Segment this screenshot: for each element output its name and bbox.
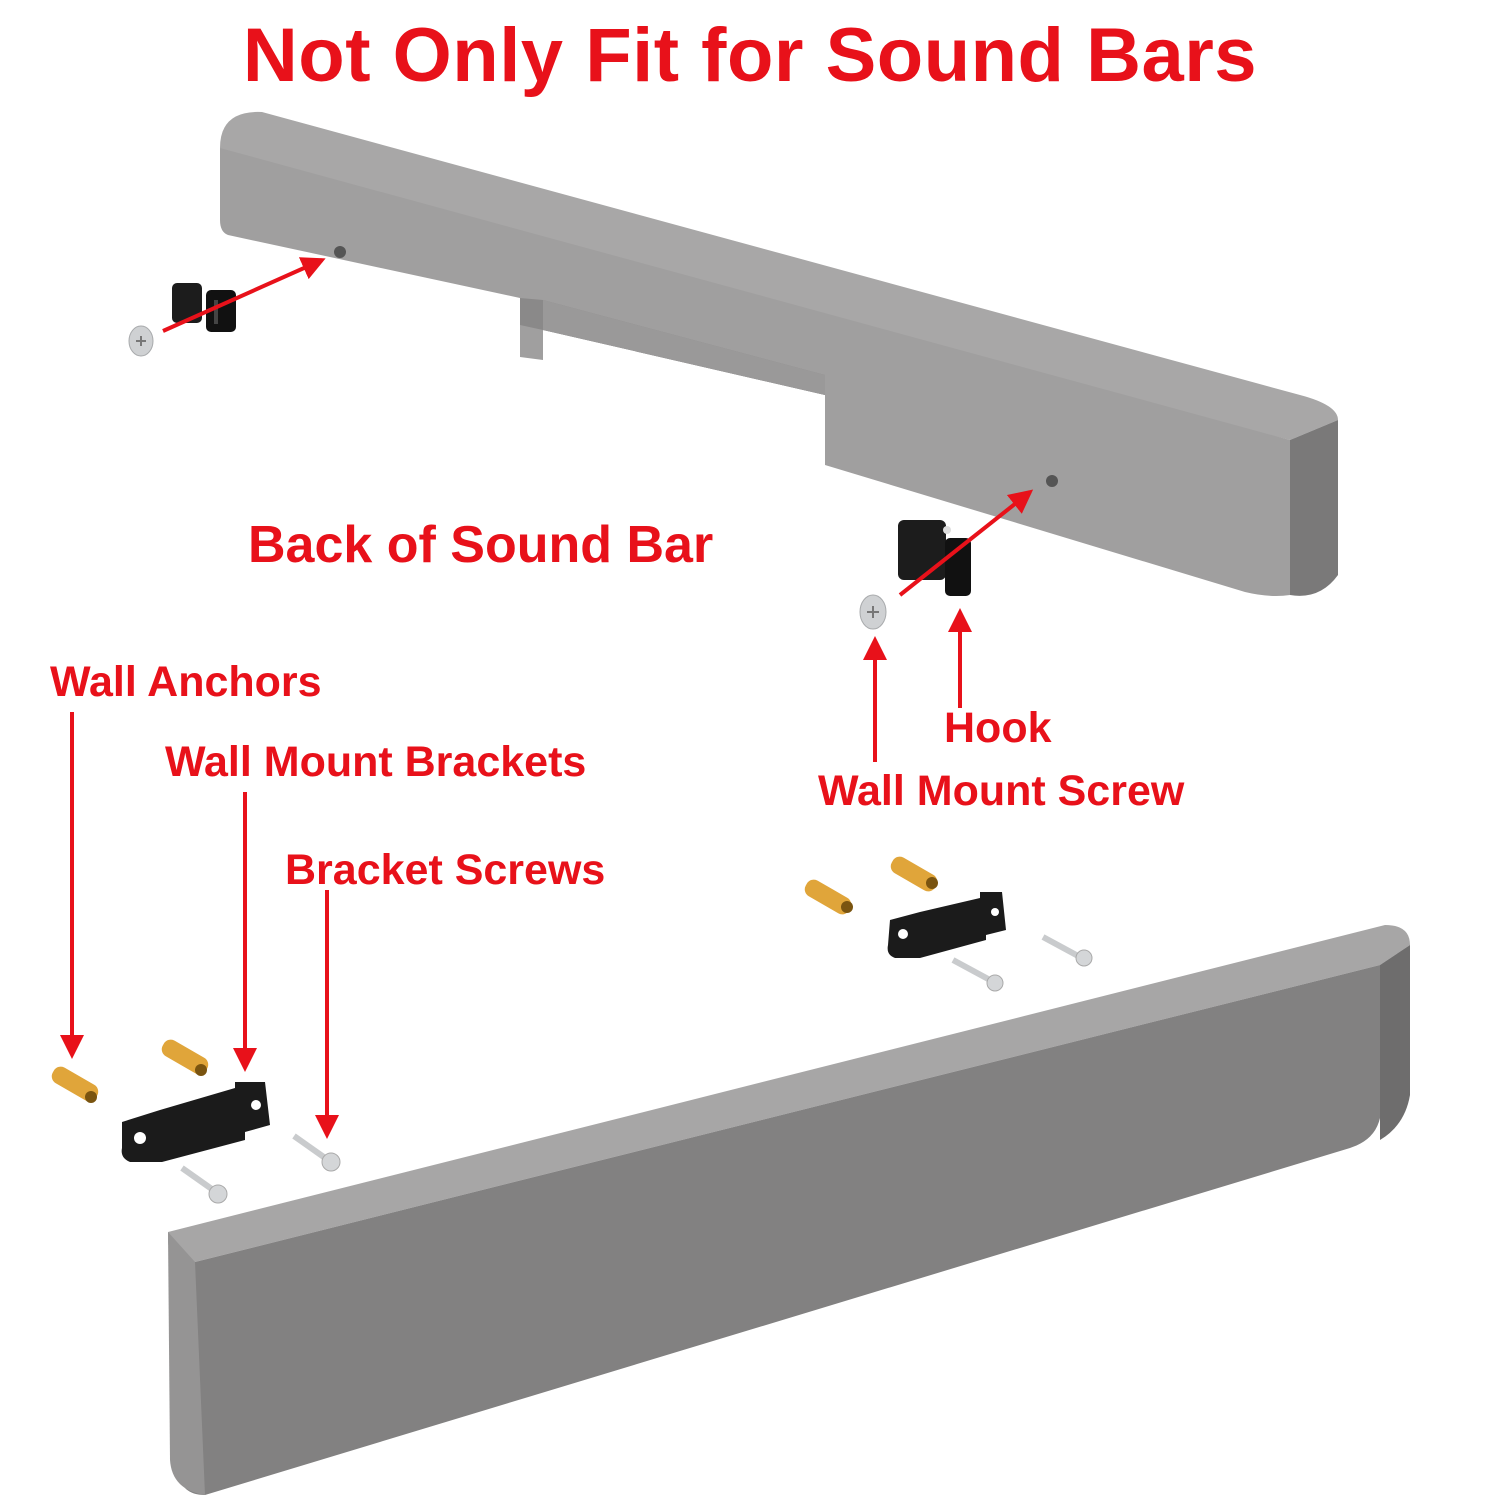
wall-mount-bracket (887, 892, 1006, 958)
bracket-screw (1041, 934, 1093, 967)
label-hook: Hook (944, 704, 1052, 752)
upper-sound-bar (220, 111, 1338, 596)
label-back-of-sound-bar: Back of Sound Bar (248, 516, 714, 574)
wall-mount-bracket (121, 1082, 271, 1162)
label-wall-anchors: Wall Anchors (50, 658, 322, 706)
lower-sound-bar (168, 925, 1410, 1495)
bracket-screw (180, 1165, 228, 1204)
arrow-right-screw-to-hole (898, 489, 1034, 597)
bracket-screw (292, 1133, 341, 1172)
label-wall-mount-brackets: Wall Mount Brackets (165, 738, 587, 786)
hook-right (898, 520, 971, 596)
wall-anchor (51, 1066, 99, 1103)
label-bracket-screws: Bracket Screws (285, 846, 606, 894)
page-title: Not Only Fit for Sound Bars (242, 13, 1258, 98)
wall-mount-screw-right (859, 594, 887, 630)
wall-anchor (890, 856, 938, 892)
wall-anchor (804, 879, 853, 915)
label-wall-mount-screw: Wall Mount Screw (818, 767, 1185, 815)
bracket-screw (951, 957, 1004, 992)
wall-mount-screw-left (128, 325, 154, 357)
arrow-left-screw-to-hole (162, 257, 326, 333)
wall-anchor (161, 1039, 209, 1076)
